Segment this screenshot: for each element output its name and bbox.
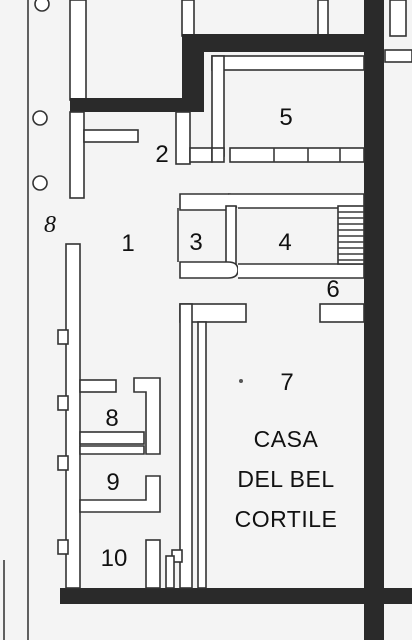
room-2-walls <box>69 111 225 199</box>
courtyard-point-marker <box>239 379 243 383</box>
house-boundary-walls <box>60 0 412 640</box>
north-neighbour-walls <box>69 0 412 101</box>
room-3-label: 3 <box>189 229 202 256</box>
left-wing-walls <box>57 243 175 589</box>
house-name-line-2: DEL BEL <box>237 466 334 492</box>
house-name-line-3: CORTILE <box>235 506 338 532</box>
room-labels: 1 2 3 4 5 6 7 8 9 10 8 <box>44 104 340 572</box>
room-2-label: 2 <box>155 141 168 168</box>
entrance-number-label: 8 <box>44 212 56 238</box>
room-5-walls <box>211 55 365 163</box>
room-8-label: 8 <box>105 405 118 432</box>
room-9-label: 9 <box>106 469 119 496</box>
staircase <box>337 205 365 265</box>
street-edge <box>3 0 29 640</box>
house-name-line-1: CASA <box>254 426 319 452</box>
street-columns <box>32 0 50 191</box>
room-7-label: 7 <box>280 369 293 396</box>
room-10-label: 10 <box>101 545 128 572</box>
room-4-walls <box>177 193 365 279</box>
room-6-label: 6 <box>326 276 339 303</box>
room-5-label: 5 <box>279 104 292 131</box>
room-1-label: 1 <box>121 230 134 257</box>
courtyard-walls <box>171 303 247 589</box>
house-name: CASA DEL BEL CORTILE <box>235 426 338 532</box>
room-4-label: 4 <box>278 229 291 256</box>
room-6-walls <box>319 303 365 323</box>
